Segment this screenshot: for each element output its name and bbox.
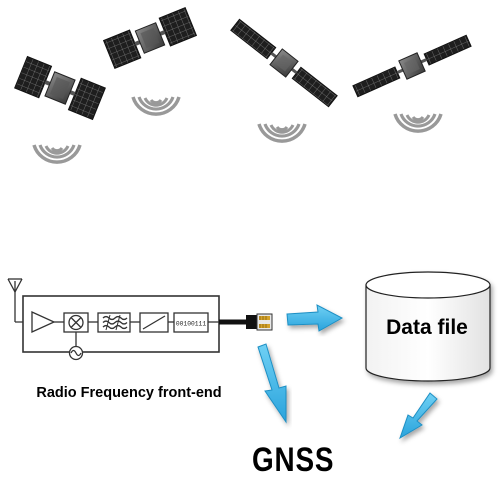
satellite-1 [14, 55, 106, 121]
mixer-icon [63, 312, 89, 333]
signal-waves-icon [393, 113, 443, 133]
adc-output-text: 00100111 [176, 321, 206, 328]
filter-icon [97, 312, 131, 333]
signal-waves-icon [131, 96, 181, 116]
signal-waves-icon [257, 123, 307, 143]
signal-waves-icon [32, 144, 82, 164]
arrow-from-data-file [399, 392, 438, 440]
data-file-label: Data file [386, 316, 468, 339]
satellite-icon [352, 34, 472, 98]
adc-icon [139, 312, 169, 333]
usb-connector-icon [219, 313, 273, 331]
arrow-icon [399, 392, 438, 440]
satellite-4 [352, 34, 472, 98]
rf-frontend-label: Radio Frequency front-end [36, 385, 222, 401]
satellite-3 [230, 18, 338, 108]
arrow-icon [286, 304, 344, 332]
satellite-icon [14, 55, 106, 121]
amplifier-icon [31, 310, 56, 334]
satellite-icon [230, 18, 338, 108]
gnss-receiver-diagram: 00100111 [7, 6, 491, 440]
satellite-icon [102, 6, 198, 70]
oscillator-icon [68, 332, 84, 361]
database-icon [365, 271, 491, 382]
arrow-icon [257, 343, 287, 424]
gnss-label: GNSS [252, 441, 335, 479]
arrow-to-gnss [257, 343, 287, 424]
rf-frontend: 00100111 [7, 278, 220, 361]
satellite-2 [102, 6, 198, 70]
arrow-to-data-file [286, 304, 344, 332]
